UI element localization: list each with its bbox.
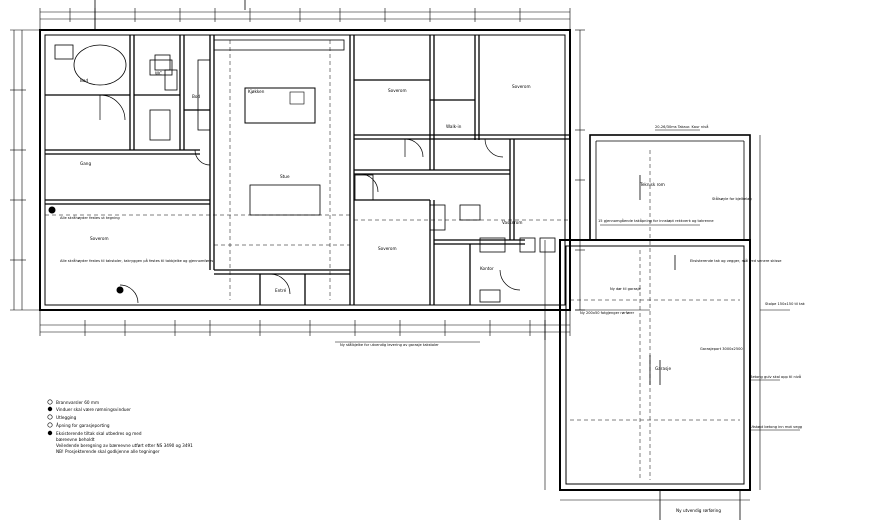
room-entre: Entré (275, 288, 287, 293)
note-5: 15 gjennomgående takåpning for innstøpt … (598, 218, 714, 223)
note-6: Ny 200x50 fotgjenger rørfører (580, 311, 635, 315)
note-4: Ny stålbjelke for utvendig levering av g… (340, 342, 439, 347)
room-soverom-4: Soverom (378, 246, 397, 251)
note-11: Ny dør til garasje (610, 287, 642, 291)
kitchen-island (244, 87, 316, 124)
note-2: Alle skråhøyder festes til takstoler, ta… (60, 258, 213, 263)
legend-item-2: Vinduer skal være rømningsvinduer (56, 407, 131, 412)
garage-outer-wall (559, 239, 751, 491)
room-teknisk: Teknisk rom (639, 182, 665, 187)
dining-table (249, 184, 321, 216)
legend-item-5: Eksisterende tiltak skal utbedres og med (56, 431, 142, 436)
room-bad: Bad (80, 78, 88, 83)
bottom-label: Ny utvendig rørføring (676, 508, 721, 513)
room-stue: Stue (280, 174, 290, 179)
main-house-outer-wall (39, 29, 571, 311)
legend-item-1: Brannvarsler 60 mm (56, 400, 99, 405)
legend-item-3: Utlegging (56, 415, 77, 420)
legend-item-7: Veiledende beregning av bæreevne utført … (56, 443, 193, 448)
note-3: 20-26/30ms Takaur. Kaur nivå (655, 124, 708, 129)
garage-inner-wall (565, 245, 745, 485)
legend-item-4: Åpning for garasjeporting (56, 423, 110, 428)
legend-item-6: bæreevne beholdt (56, 437, 95, 442)
room-garasje: Garasje (655, 366, 671, 371)
room-soverom-1: Soverom (90, 236, 109, 241)
note-7: Betong gulv skal opp til nivå (750, 374, 801, 379)
legend-item-8: NB! Prosjekterende skal godkjenne alle t… (56, 449, 160, 454)
note-9: Garasjeport 3000x2500 (700, 347, 743, 351)
note-12: Stålsøyle for bjelkelag (712, 196, 752, 201)
room-kontor: Kontor (480, 266, 494, 271)
room-kjokken: Kjøkken (248, 89, 265, 94)
room-walkin: Walk-in (446, 124, 462, 129)
note-1: Alle skråhøyder festes ut tegning (60, 215, 120, 220)
room-soverom-2: Soverom (388, 88, 407, 93)
room-gang: Gang (80, 161, 91, 166)
room-wc: WC (155, 71, 162, 76)
room-bod: Bod (192, 94, 200, 99)
note-13: Eksisterende tak og vegger, mål ved sene… (690, 258, 782, 263)
note-10: Stolpe 150x150 til tak (765, 302, 806, 306)
bathtub (73, 44, 127, 86)
annex-outer-wall (589, 134, 751, 241)
room-vaskerom: Vaskerom (502, 220, 522, 225)
note-8: Utstøpt betong inn mot vegg (750, 425, 802, 429)
room-soverom-3: Soverom (512, 84, 531, 89)
